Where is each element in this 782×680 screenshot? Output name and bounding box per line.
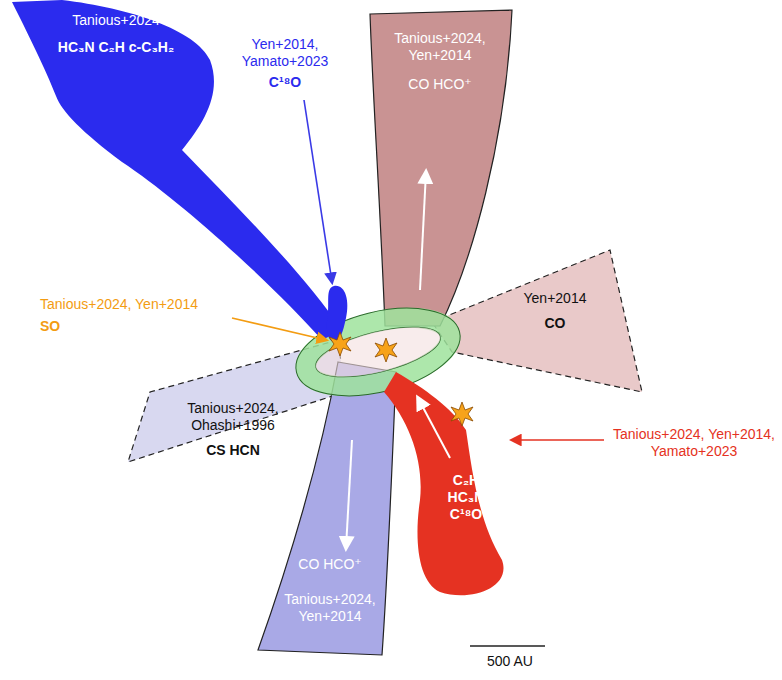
molecule-list: C₂H HC₃N C¹⁸O [440,472,492,523]
molecule-label: SO [20,318,80,335]
molecule-list: CS HCN [158,442,308,459]
reference-text: Tanious+2024, Ohashi+1996 [158,400,308,434]
reference-text: Yen+2014, Yamato+2023 [235,36,335,70]
molecule-list: CO HCO⁺ [385,76,495,93]
reference-text: Tanious+2024, Yen+2014, Yamato+2023 [610,426,778,460]
redshifted-outflow-lobe: Tanious+2024, Yen+2014 CO HCO⁺ [385,30,495,93]
molecule-list: CO [505,315,605,332]
molecule-label: C¹⁸O [255,74,315,91]
molecule-list: HC₃N C₂H c-C₃H₂ [36,39,196,56]
scale-bar-label: 500 AU [470,653,550,670]
reference-text: Tanious+2024, Yen+2014 [14,296,224,313]
emission-region: Tanious+2024, Ohashi+1996 CS HCN [158,400,308,459]
reference-text: Tanious+2024, Yen+2014 [385,30,495,64]
reference-text: Yen+2014 [505,290,605,307]
reference-text: Tanious+2024 [36,12,196,29]
infall-streamer: Tanious+2024HC₃N C₂H c-C₃H₂ [36,12,196,56]
emission-region: Yen+2014CO [505,290,605,332]
reference-text: Tanious+2024, Yen+2014 [280,591,380,625]
infall-streamer: C₂H HC₃N C¹⁸O [440,472,492,523]
blueshifted-outflow-lobe: CO HCO⁺ Tanious+2024, Yen+2014 [280,556,380,625]
molecule-list: CO HCO⁺ [280,556,380,573]
